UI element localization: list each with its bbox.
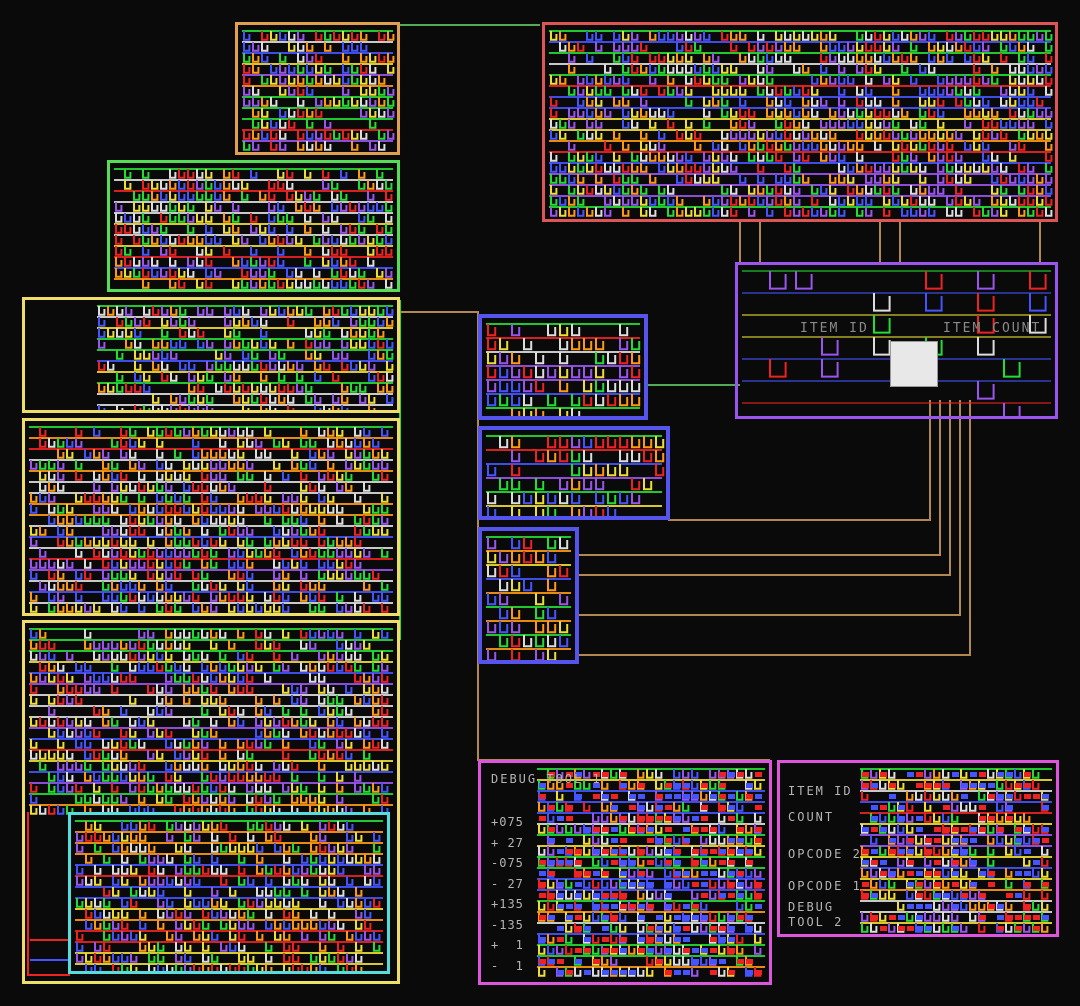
debug-2-item-id-label: ITEM ID: [788, 784, 853, 798]
storage-chip: [890, 341, 938, 387]
module-yellow-3: [22, 620, 400, 984]
debug-value: + 27: [491, 835, 524, 850]
debug-2-count-label: COUNT: [788, 810, 835, 824]
debug-value: -135: [491, 917, 524, 932]
item-count-label: ITEM COUNT: [943, 321, 1042, 336]
debug-value: + 1: [491, 938, 524, 952]
wire-pattern: [486, 435, 665, 516]
module-debug-2: ITEM ID COUNT OPCODE 2 OPCODE 1 DEBUG TO…: [777, 760, 1059, 937]
debug-2-debug-label: DEBUG: [788, 900, 835, 914]
debug-value: +075: [491, 815, 524, 829]
debug-2-tool2-label: TOOL 2: [788, 915, 844, 929]
module-blue-3: [478, 527, 579, 664]
debug-value: - 1: [491, 958, 524, 973]
debug-2-opcode2-label: OPCODE 2: [788, 847, 862, 861]
module-orange-top: [235, 22, 400, 155]
module-yellow-2: [22, 418, 400, 616]
module-debug-1: DEBUG TOOL 1 +075 + 27 -075 - 27 +135 -135 + 1…: [478, 760, 772, 985]
debug-value: +135: [491, 897, 524, 911]
wire-pattern: [97, 305, 394, 410]
debug-value: -075: [491, 856, 524, 870]
wire-pattern: [29, 628, 393, 815]
wire-pattern: [549, 30, 1053, 217]
module-purple-storage: ITEM ID ITEM COUNT: [735, 262, 1058, 419]
wire-pattern: [486, 323, 641, 416]
wire-pattern: [114, 168, 393, 289]
wire-pattern: [860, 768, 1052, 933]
wire-pattern: [537, 768, 765, 977]
debug-tool-1-title: DEBUG TOOL 1: [491, 772, 602, 786]
wire-pattern: [486, 536, 571, 660]
module-blue-1: [478, 314, 648, 420]
item-id-label: ITEM ID: [800, 321, 869, 336]
debug-2-opcode1-label: OPCODE 1: [788, 879, 862, 893]
wire-pattern: [242, 30, 395, 151]
module-cyan: [68, 812, 390, 974]
debug-value: - 27: [491, 876, 524, 891]
module-green: [107, 160, 400, 292]
module-yellow-1: [22, 297, 400, 413]
module-blue-2: [478, 426, 670, 520]
wire-pattern: [29, 426, 393, 613]
wire-pattern: [75, 820, 383, 971]
module-red-top: [542, 22, 1058, 222]
